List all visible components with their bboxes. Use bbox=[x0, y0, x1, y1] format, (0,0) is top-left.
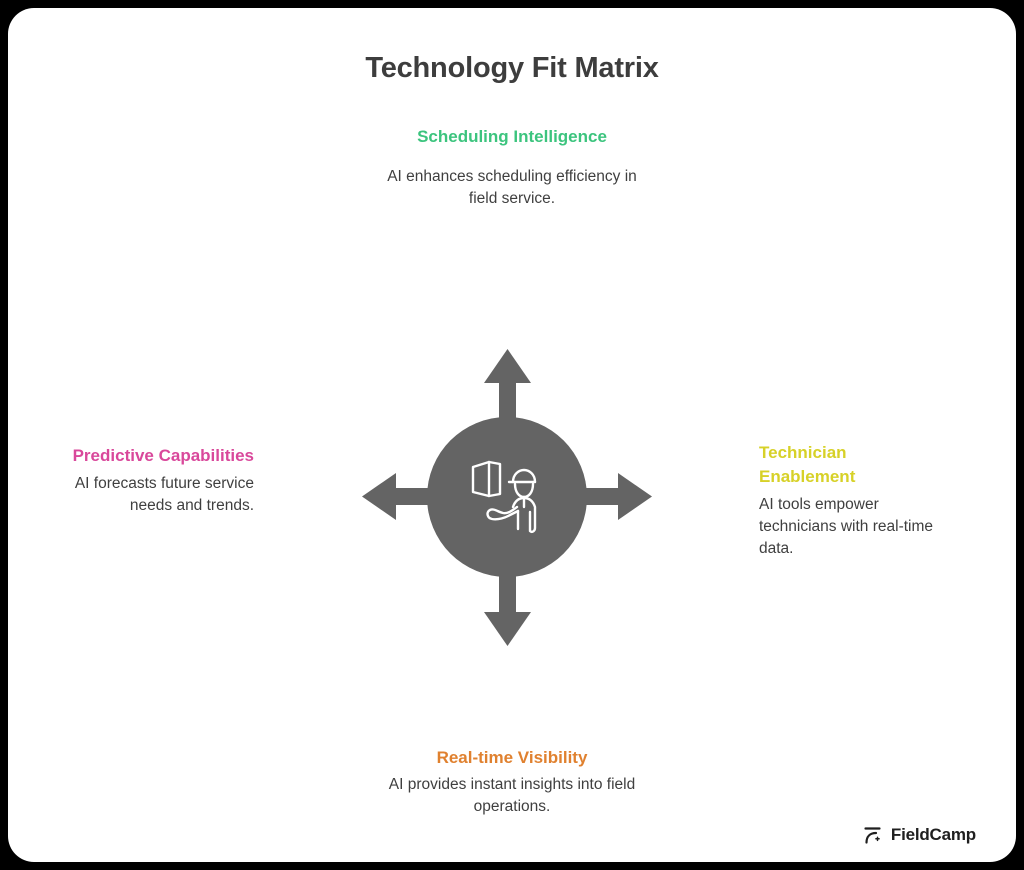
label-heading: Predictive Capabilities bbox=[72, 446, 254, 465]
label-heading: Scheduling Intelligence bbox=[417, 127, 607, 146]
label-scheduling-intelligence: Scheduling Intelligence AI enhances sche… bbox=[387, 125, 637, 210]
clock-gear-icon bbox=[483, 276, 517, 310]
label-description: AI enhances scheduling efficiency in fie… bbox=[387, 167, 637, 207]
node-technician-enablement[interactable] bbox=[663, 457, 729, 523]
hub-circle bbox=[427, 417, 587, 577]
label-description: AI forecasts future service needs and tr… bbox=[74, 474, 254, 514]
fieldcamp-logo-icon bbox=[864, 827, 881, 844]
map-pin-icon bbox=[482, 667, 520, 700]
prediction-network-icon bbox=[288, 471, 324, 508]
page-title: Technology Fit Matrix bbox=[365, 52, 659, 84]
node-real-time-visibility[interactable] bbox=[468, 652, 534, 718]
label-heading: Technician Enablement bbox=[759, 443, 856, 486]
diagram-card: Technology Fit Matrix bbox=[8, 8, 1016, 862]
label-technician-enablement: Technician Enablement AI tools empower t… bbox=[759, 441, 944, 560]
node-scheduling-intelligence[interactable] bbox=[468, 261, 534, 327]
diagram-stage: Scheduling Intelligence AI enhances sche… bbox=[8, 8, 1016, 862]
label-heading: Real-time Visibility bbox=[436, 748, 588, 767]
label-real-time-visibility: Real-time Visibility AI provides instant… bbox=[387, 746, 637, 818]
label-predictive-capabilities: Predictive Capabilities AI forecasts fut… bbox=[70, 444, 254, 517]
technician-database-icon bbox=[677, 475, 715, 509]
brand-name: FieldCamp bbox=[890, 825, 976, 844]
brand-logo: FieldCamp bbox=[862, 824, 976, 846]
concierge-door-icon bbox=[471, 460, 537, 533]
label-description: AI provides instant insights into field … bbox=[388, 775, 636, 815]
label-description: AI tools empower technicians with real-t… bbox=[759, 495, 934, 557]
node-predictive-capabilities[interactable] bbox=[273, 457, 339, 523]
